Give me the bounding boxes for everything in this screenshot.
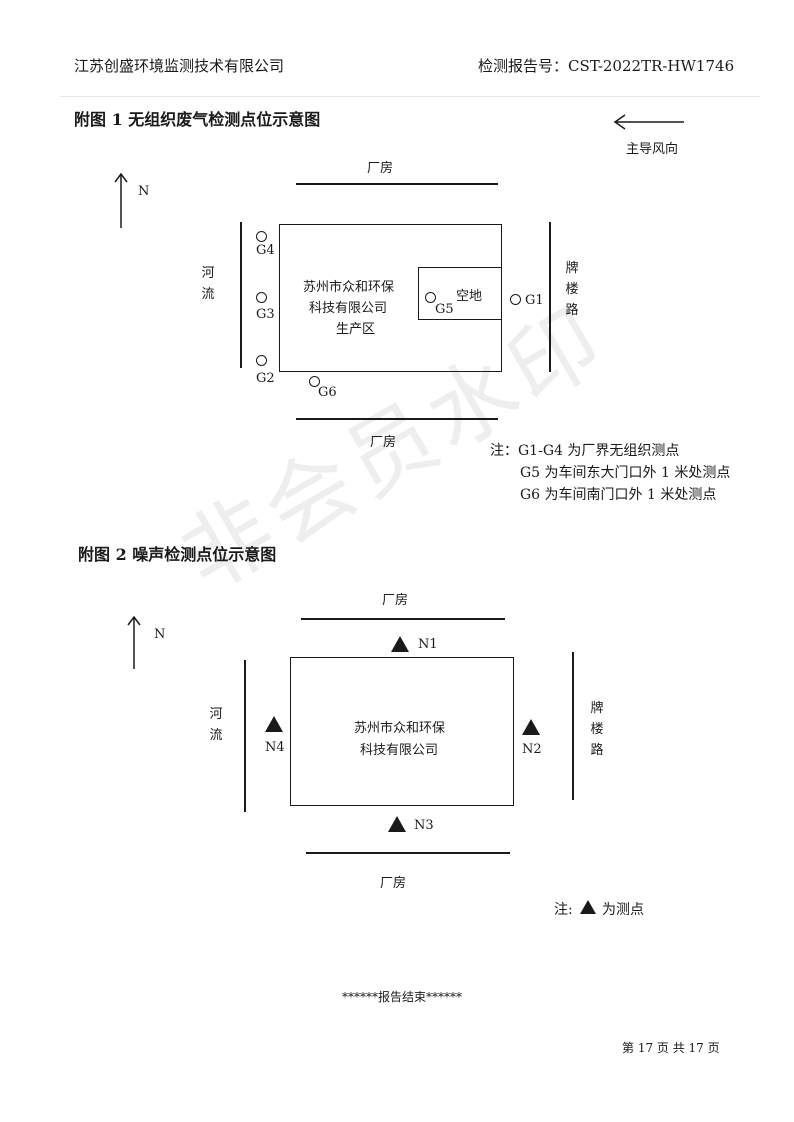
- north-arrow-icon: [127, 615, 141, 669]
- company-name: 江苏创盛环境监测技术有限公司: [74, 57, 285, 75]
- factory-top-label: 厂房: [367, 161, 394, 176]
- triangle-marker-icon: [388, 816, 406, 832]
- factory-bottom-line: [306, 852, 510, 854]
- wind-direction-label: 主导风向: [626, 142, 679, 157]
- triangle-marker-icon: [265, 716, 283, 732]
- triangle-marker-icon: [391, 636, 409, 652]
- company-line-2: 科技有限公司: [360, 743, 439, 758]
- circle-marker-icon: [510, 294, 521, 305]
- road-line: [549, 222, 551, 372]
- road-label: 牌楼路: [565, 261, 579, 318]
- factory-top-label: 厂房: [382, 593, 409, 608]
- open-space-label: 空地: [456, 289, 483, 304]
- factory-bottom-label: 厂房: [370, 435, 397, 450]
- company-line-1: 苏州市众和环保: [303, 280, 395, 295]
- river-label: 河流: [209, 707, 223, 743]
- figure2-note-prefix: 注:: [554, 902, 573, 918]
- figure1-note-1: 注：G1-G4 为厂界无组织测点: [490, 443, 680, 459]
- company-line-3: 生产区: [336, 322, 376, 337]
- point-label: N4: [265, 740, 285, 755]
- point-label: N1: [418, 637, 438, 652]
- north-label: N: [154, 627, 166, 642]
- figure1-title: 附图 1 无组织废气检测点位示意图: [74, 110, 321, 129]
- figure1-note-2: G5 为车间东大门口外 1 米处测点: [520, 465, 731, 481]
- road-line: [572, 652, 574, 800]
- report-number: 检测报告号：CST-2022TR-HW1746: [478, 57, 735, 75]
- point-label: G1: [525, 293, 544, 308]
- circle-marker-icon: [256, 355, 267, 366]
- factory-bottom-line: [296, 418, 498, 420]
- page-number: 第 17 页 共 17 页: [622, 1041, 720, 1055]
- point-label: N3: [414, 818, 434, 833]
- river-line: [244, 660, 246, 812]
- figure1-note-3: G6 为车间南门口外 1 米处测点: [520, 487, 717, 503]
- circle-marker-icon: [256, 292, 267, 303]
- figure2-title: 附图 2 噪声检测点位示意图: [78, 545, 277, 564]
- point-label: G3: [256, 307, 275, 322]
- circle-marker-icon: [309, 376, 320, 387]
- factory-top-line: [301, 618, 505, 620]
- company-line-2: 科技有限公司: [309, 301, 388, 316]
- left-arrow-icon: [613, 114, 684, 130]
- triangle-marker-icon: [580, 900, 596, 914]
- point-label: G5: [435, 302, 454, 317]
- circle-marker-icon: [256, 231, 267, 242]
- road-label: 牌楼路: [590, 701, 604, 758]
- north-label: N: [138, 184, 150, 199]
- company-line-1: 苏州市众和环保: [354, 721, 446, 736]
- point-label: G6: [318, 385, 337, 400]
- figure2-note-suffix: 为测点: [602, 902, 644, 918]
- north-arrow-icon: [114, 172, 128, 228]
- header-rule: [60, 96, 760, 97]
- river-line: [240, 222, 242, 368]
- point-label: G2: [256, 371, 275, 386]
- river-label: 河流: [201, 266, 215, 302]
- report-end-marker: ******报告结束******: [342, 990, 463, 1004]
- point-label: G4: [256, 243, 275, 258]
- factory-bottom-label: 厂房: [380, 876, 407, 891]
- open-space-rect: [418, 267, 502, 320]
- triangle-marker-icon: [522, 719, 540, 735]
- point-label: N2: [522, 742, 542, 757]
- company-area-rect: [290, 657, 514, 806]
- circle-marker-icon: [425, 292, 436, 303]
- factory-top-line: [296, 183, 498, 185]
